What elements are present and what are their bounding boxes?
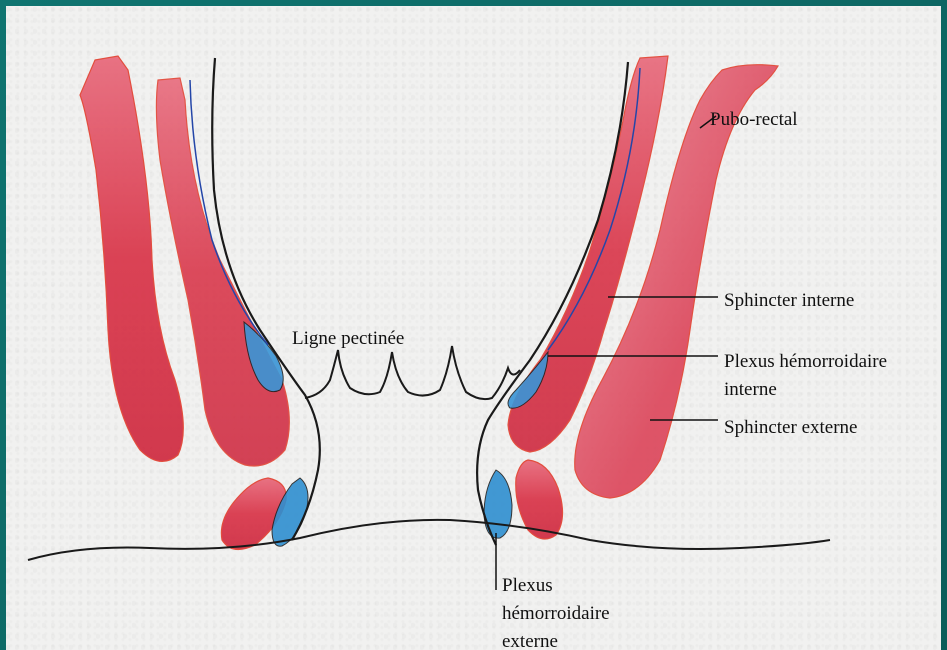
label-sphincter-interne: Sphincter interne xyxy=(724,290,854,312)
label-pubo-rectal: Pubo-rectal xyxy=(710,109,798,131)
label-plexus-interne-1: Plexus hémorroidaire xyxy=(724,351,887,373)
pectinate-line xyxy=(305,346,520,399)
anatomy-illustration xyxy=(6,6,941,650)
label-plexus-externe-1: Plexus xyxy=(502,575,553,597)
label-plexus-externe-2: hémorroidaire xyxy=(502,603,610,625)
label-sphincter-externe: Sphincter externe xyxy=(724,417,857,439)
label-plexus-externe-3: externe xyxy=(502,631,558,650)
label-plexus-interne-2: interne xyxy=(724,379,777,401)
skin-line xyxy=(28,520,830,560)
label-ligne-pectinee: Ligne pectinée xyxy=(292,328,404,350)
diagram-paper: Pubo-rectal Sphincter interne Ligne pect… xyxy=(6,6,941,650)
